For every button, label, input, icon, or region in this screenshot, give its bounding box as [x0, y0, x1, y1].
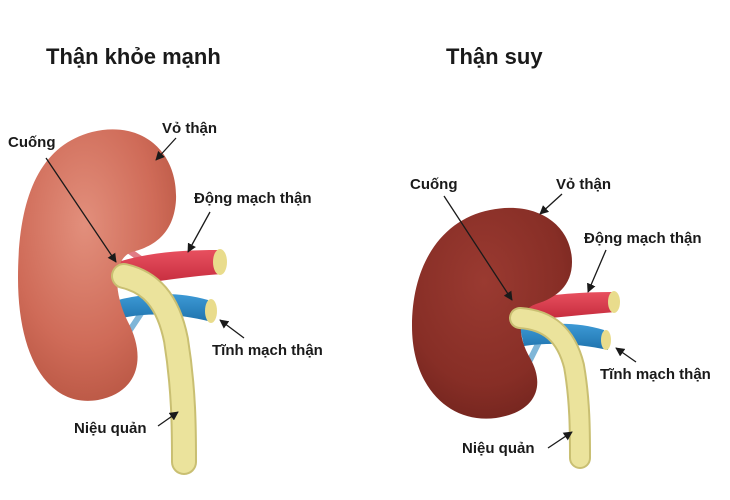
healthy-ureter: [113, 265, 195, 473]
failing-artery-label: Động mạch thận: [584, 230, 702, 247]
failing-artery-arrow: [587, 249, 607, 293]
failing-vein-label: Tĩnh mạch thận: [600, 366, 711, 383]
healthy-artery-arrow: [187, 211, 211, 253]
failing-hilum-label: Cuống: [410, 176, 458, 193]
failing-capsule-arrow: [539, 193, 563, 215]
healthy-vein-arrow: [219, 319, 245, 339]
failing-hilum-arrow: [443, 195, 513, 301]
failing-kidney-group: [412, 207, 620, 469]
failing-vein-arrow: [615, 347, 637, 363]
failing-artery-end: [608, 291, 620, 313]
healthy-capsule-label: Vỏ thận: [162, 120, 217, 137]
failing-capsule-label: Vỏ thận: [556, 176, 611, 193]
healthy-ureter-arrow: [157, 411, 179, 427]
failing-ureter-arrow: [547, 431, 573, 449]
healthy-artery-label: Động mạch thận: [194, 190, 312, 207]
healthy-capsule-arrow: [155, 137, 177, 161]
healthy-kidney: [18, 129, 177, 401]
failing-kidney: [412, 207, 572, 419]
healthy-vein-end: [205, 299, 217, 323]
failing-ureter: [511, 309, 589, 467]
failing-vein-end: [601, 330, 611, 350]
healthy-title: Thận khỏe mạnh: [46, 44, 221, 69]
failing-title: Thận suy: [446, 44, 543, 69]
healthy-kidney-group: [18, 129, 227, 475]
healthy-hilum-label: Cuống: [8, 134, 56, 151]
healthy-hilum-arrow: [45, 157, 117, 263]
failing-ureter-label: Niệu quản: [462, 440, 535, 457]
healthy-artery-end: [213, 249, 227, 275]
healthy-vein-label: Tĩnh mạch thận: [212, 342, 323, 359]
healthy-ureter-label: Niệu quản: [74, 420, 147, 437]
